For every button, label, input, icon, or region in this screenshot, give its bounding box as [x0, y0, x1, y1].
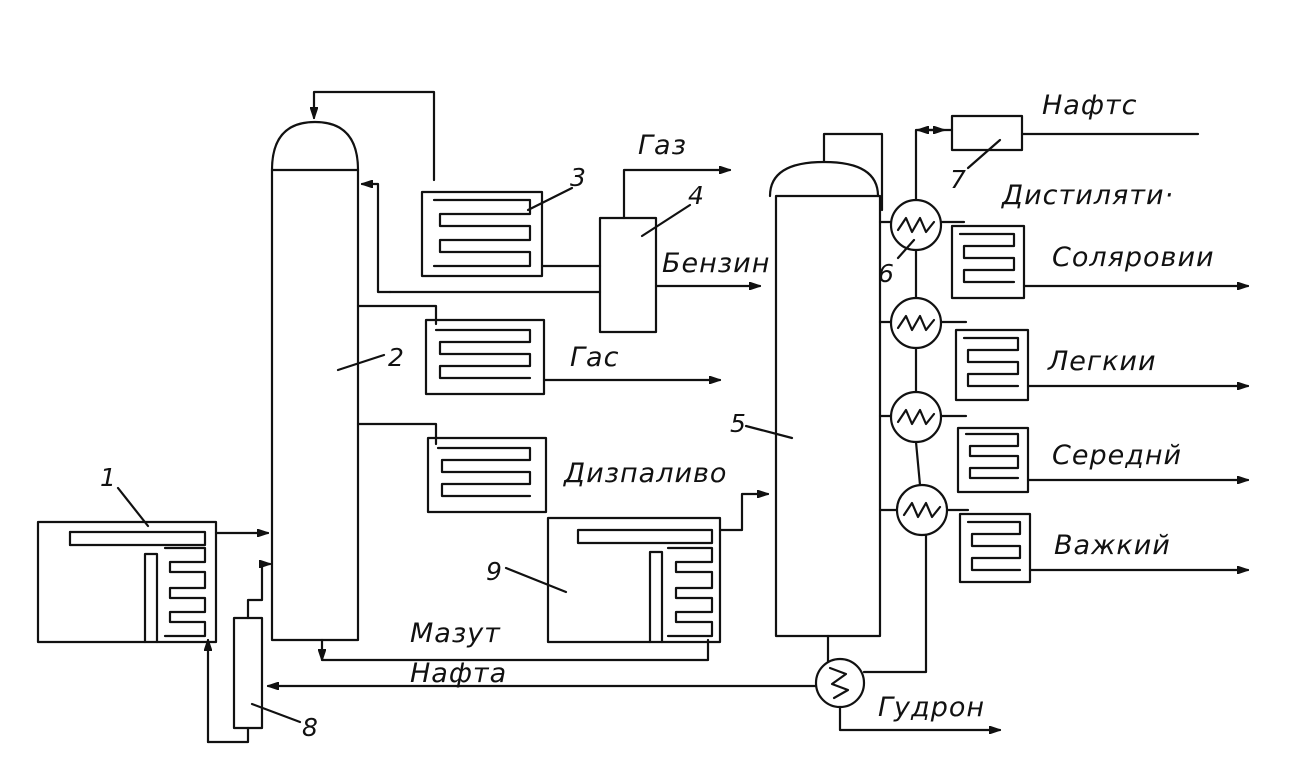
- label-number-6: 6: [878, 259, 894, 288]
- label-dyzpalyvo: Дизпаливо: [563, 458, 727, 489]
- furnace-9-outlet-line: [718, 494, 770, 532]
- leader-2: [336, 353, 386, 372]
- cooler-serednii: [956, 426, 1030, 494]
- label-lehkii: Легкии: [1047, 346, 1157, 377]
- leader-5: [744, 424, 794, 440]
- label-number-8: 8: [302, 713, 318, 742]
- furnace-9: [546, 516, 722, 644]
- label-soliarovii: Соляровии: [1052, 242, 1215, 273]
- label-gaz: Газ: [638, 130, 687, 161]
- cooler-soliarovii: [950, 224, 1026, 300]
- crude-vertical-cd: [914, 440, 922, 487]
- leader-4: [640, 203, 692, 238]
- heat-exchanger-6-b: [889, 296, 943, 350]
- hudron-outlet-line: [838, 705, 1002, 730]
- column-5: [768, 160, 882, 638]
- diesel-cooler: [426, 436, 548, 514]
- label-number-9: 9: [486, 557, 502, 586]
- label-dystyliaty: Дистиляти·: [1001, 180, 1174, 211]
- label-number-1: 1: [100, 463, 116, 492]
- separator-4: [598, 216, 658, 334]
- leader-1: [116, 486, 150, 528]
- heat-exchanger-6-d: [895, 483, 949, 537]
- cooler-lehkii: [954, 328, 1030, 402]
- label-benzin: Бензин: [662, 248, 770, 279]
- furnace-1: [36, 520, 218, 644]
- diesel-outlet-line: [490, 490, 720, 512]
- heat-exchanger-6-c: [889, 390, 943, 444]
- leader-8: [250, 702, 302, 724]
- kerosene-cooler: [424, 318, 546, 396]
- leader-6: [896, 238, 916, 260]
- unit-8-bottom-line: [206, 726, 250, 744]
- leader-3: [526, 186, 574, 212]
- crude-feed-vertical: [914, 130, 946, 202]
- column-2: [270, 120, 360, 642]
- label-number-2: 2: [388, 343, 404, 372]
- heat-exchanger-bottom: [814, 657, 866, 709]
- label-number-5: 5: [730, 409, 746, 438]
- diesel-draw-line: [356, 422, 438, 446]
- label-hudron: Гудрон: [878, 692, 985, 723]
- unit-8-top-line: [246, 564, 272, 620]
- label-nafta-bottom: Нафта: [410, 658, 507, 689]
- label-vazhkyi: Важкий: [1054, 530, 1171, 561]
- label-serednii: Середнй: [1052, 440, 1182, 471]
- crude-vertical-d-bottom: [862, 533, 928, 674]
- label-gas: Гас: [570, 342, 619, 373]
- reflux-return-line-2: [360, 184, 392, 294]
- gas-outlet-line: [622, 170, 732, 220]
- heat-exchanger-6-a: [889, 198, 943, 252]
- label-number-4: 4: [688, 181, 704, 210]
- leader-7: [966, 138, 1002, 170]
- cooler-vazhkyi: [958, 512, 1032, 584]
- label-number-7: 7: [950, 165, 966, 194]
- condenser-3: [420, 190, 544, 278]
- leader-9: [504, 566, 568, 594]
- label-number-3: 3: [570, 163, 586, 192]
- unit-7: [950, 114, 1024, 152]
- column-2-top-vapor-line: [314, 90, 436, 182]
- kerosene-draw-line: [356, 304, 438, 326]
- label-mazut: Мазут: [410, 618, 501, 649]
- heat-exchanger-8: [232, 616, 264, 730]
- column-5-top-line: [822, 132, 884, 212]
- label-nafte-top: Нафтс: [1042, 90, 1138, 121]
